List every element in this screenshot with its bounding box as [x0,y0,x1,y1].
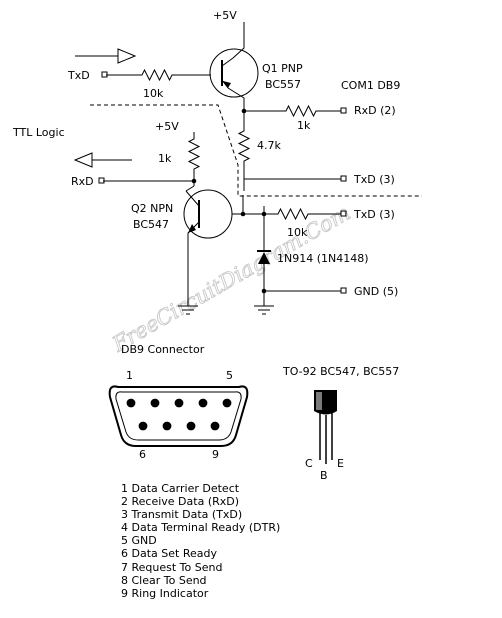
ground-q2-icon [178,305,198,315]
pinout-item: 7 Request To Send [121,560,223,574]
r2-label: 1k [297,119,311,132]
txd-input-label: TxD [67,69,90,82]
q1-emitter-arrow-icon [223,81,231,88]
r1-label: 10k [143,87,164,100]
pin5-label: 5 [226,369,233,382]
pinout-item: 6 Data Set Ready [121,547,217,561]
r5-label: 10k [287,226,308,239]
input-arrow-icon [75,48,137,64]
com-title: COM1 DB9 [341,79,400,92]
q1-label: Q1 PNP [262,62,303,75]
pinout-item: 1 Data Carrier Detect [121,482,240,495]
q1-part-label: BC557 [265,78,301,91]
pinout-item: 4 Data Terminal Ready (DTR) [121,521,281,535]
ground-diode-icon [254,305,274,315]
db9-pin-1 [126,398,136,408]
resistor-r2 [243,98,341,118]
q2-label: Q2 NPN [131,202,173,215]
pinout-item: 2 Receive Data (RxD) [121,495,240,509]
wire-vcc-q1 [232,22,245,59]
q1-transistor [209,48,259,98]
vcc-mid-label: +5V [155,120,179,133]
resistor-r4 [187,132,201,185]
pin1-label: 1 [126,369,133,382]
db9-pin-9 [210,421,220,431]
pin6-label: 6 [139,448,146,461]
db9-pins [126,398,232,431]
pinout-item: 9 Ring Indicator [121,586,209,600]
to92-e-label: E [337,457,344,470]
to92-title: TO-92 BC547, BC557 [282,365,399,378]
isolation-boundary [90,104,422,197]
resistor-r1 [106,68,211,82]
ttl-logic-label: TTL Logic [12,126,65,139]
r4-label: 1k [158,152,172,165]
pinout-item: 3 Transmit Data (TxD) [121,508,243,522]
db9-connector-icon [108,385,249,447]
txd3-lower-label: TxD (3) [353,208,395,221]
pinout-item: 5 GND [121,534,157,548]
to92-c-label: C [305,457,313,470]
db9-pin-6 [138,421,148,431]
q2-part-label: BC547 [133,218,169,231]
db9-pin-2 [150,398,160,408]
db9-pin-7 [162,421,172,431]
diode-label: 1N914 (1N4148) [277,252,369,265]
pinout-item: 8 Clear To Send [121,573,207,587]
gnd-label: GND (5) [354,285,398,298]
rxd-input-label: RxD [71,175,94,188]
pin9-label: 9 [212,448,219,461]
pinout-list: 1 Data Carrier Detect 2 Receive Data (Rx… [121,482,280,600]
db9-pin-3 [174,398,184,408]
diode-icon [258,252,270,264]
to92-package-icon [314,390,337,464]
resistor-r3 [237,111,251,191]
to92-b-label: B [320,469,328,482]
txd3-upper-label: TxD (3) [353,173,395,186]
db9-pin-4 [198,398,208,408]
rxd2-label: RxD (2) [354,104,396,117]
r3-label: 4.7k [257,139,281,152]
connector-title: DB9 Connector [121,343,205,356]
db9-pin-8 [186,421,196,431]
q2-emitter-arrow-icon [188,224,196,233]
output-arrow-icon [73,152,132,168]
vcc-top-label: +5V [213,9,237,22]
db9-pin-5 [222,398,232,408]
resistor-r5 [243,206,341,221]
